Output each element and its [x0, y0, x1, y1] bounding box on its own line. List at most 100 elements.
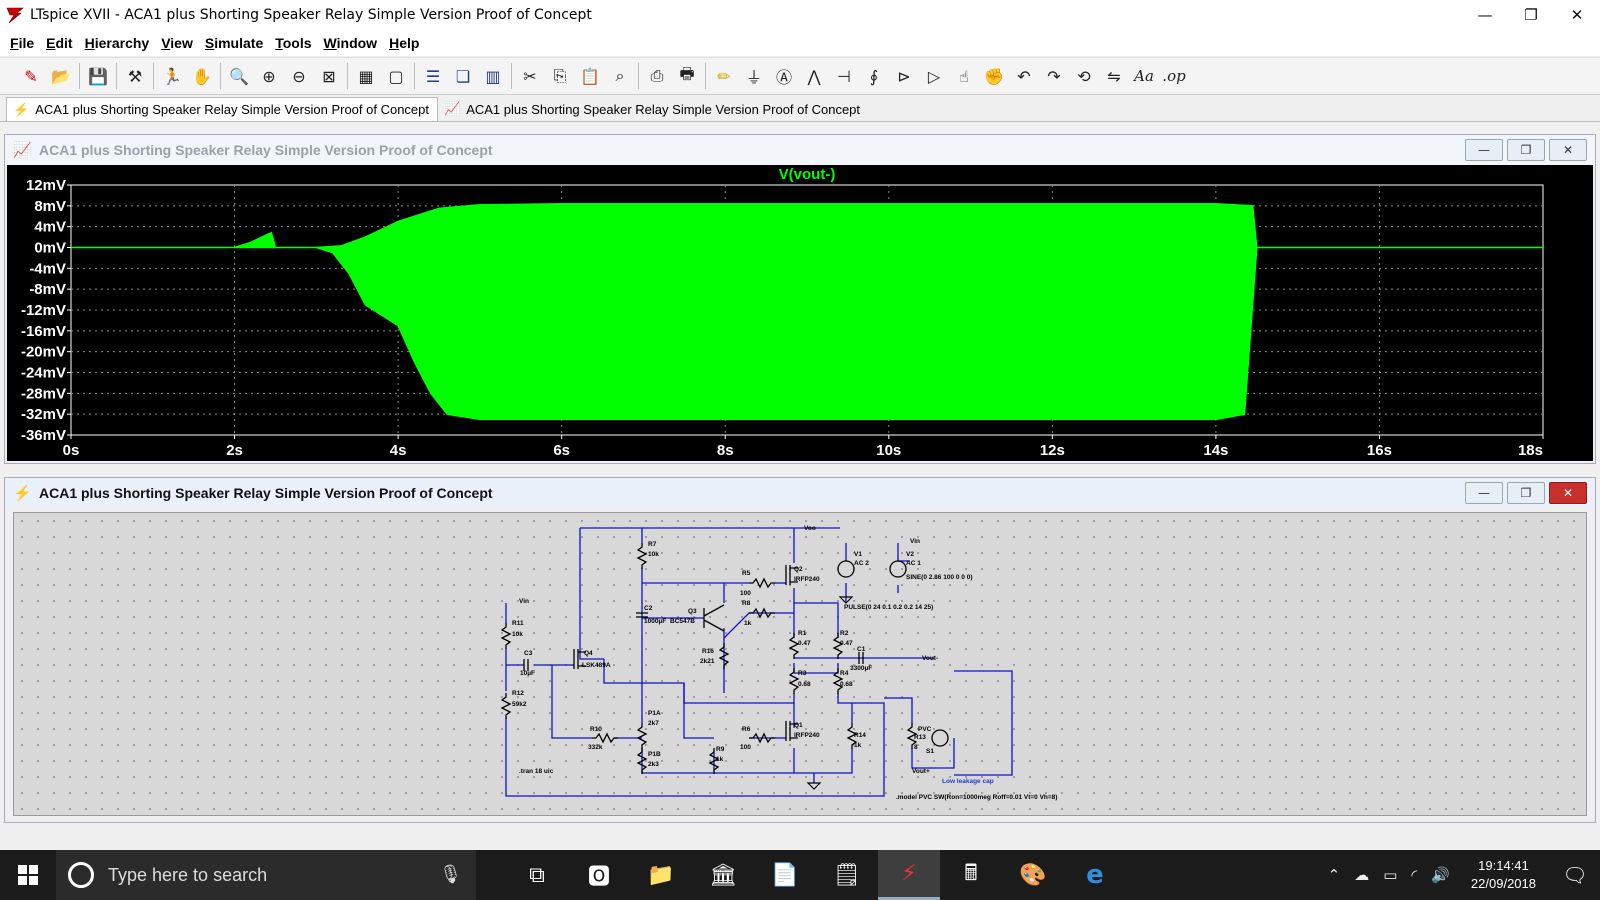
minimize-button[interactable]: —: [1477, 6, 1493, 24]
label-r14v[interactable]: 1k: [854, 742, 862, 749]
document-icon[interactable]: 📄: [771, 862, 799, 888]
waveform-window-titlebar[interactable]: 📈 ACA1 plus Shorting Speaker Relay Simpl…: [5, 135, 1595, 165]
label-c1[interactable]: C1: [857, 646, 866, 653]
waveform-restore-button[interactable]: ❐: [1507, 139, 1545, 161]
wire-ground-loop[interactable]: [505, 718, 885, 797]
clock[interactable]: 19:14:41 22/09/2018: [1457, 857, 1550, 893]
label-p1av[interactable]: 2k7: [648, 720, 659, 727]
label-r14[interactable]: R14: [854, 732, 866, 739]
schematic-window-titlebar[interactable]: ⚡ ACA1 plus Shorting Speaker Relay Simpl…: [5, 478, 1595, 508]
label-r11v[interactable]: 10k: [512, 631, 523, 638]
schematic-close-button[interactable]: ✕: [1549, 482, 1587, 504]
wire[interactable]: [954, 670, 1013, 776]
capacitor-c3[interactable]: [523, 659, 529, 671]
label-voutp[interactable]: Vout+: [912, 768, 930, 775]
cut-icon[interactable]: ✂: [523, 66, 537, 86]
wire[interactable]: [911, 738, 955, 769]
spice-directive-icon[interactable]: .op: [1162, 67, 1186, 85]
undo-icon[interactable]: ↶: [1017, 66, 1031, 86]
wire[interactable]: [793, 588, 839, 638]
wire[interactable]: [683, 683, 794, 704]
menu-simulate[interactable]: Simulate: [204, 35, 264, 51]
action-center-icon[interactable]: 🗨: [1562, 863, 1588, 887]
waveform-minimize-button[interactable]: —: [1465, 139, 1503, 161]
mirror-icon[interactable]: ⇋: [1107, 66, 1121, 86]
label-r4[interactable]: R4: [840, 670, 849, 677]
schematic-minimize-button[interactable]: —: [1465, 482, 1503, 504]
menu-edit[interactable]: Edit: [46, 35, 73, 51]
label-r13v[interactable]: 8: [914, 744, 918, 751]
ground-symbol[interactable]: [838, 596, 854, 604]
label-r4v[interactable]: 0.68: [840, 681, 853, 688]
resistor-r2[interactable]: [832, 633, 844, 659]
label-c2[interactable]: C2: [644, 605, 653, 612]
label-model[interactable]: .model PVC SW(Ron=1000meg Roff=0.01 Vt=0…: [896, 794, 1057, 801]
resistor-r11[interactable]: [500, 623, 512, 649]
resistor-r4[interactable]: [832, 668, 844, 694]
label-r13[interactable]: R13: [914, 734, 926, 741]
wire[interactable]: [884, 697, 913, 723]
edge-icon[interactable]: e: [1086, 860, 1104, 890]
wire[interactable]: [579, 528, 604, 660]
series-vout-trace[interactable]: [71, 203, 1543, 421]
resistor-r14[interactable]: [846, 723, 858, 749]
label-net-icon[interactable]: Ⓐ: [775, 68, 792, 87]
mosfet-q1[interactable]: [785, 721, 798, 741]
label-r2[interactable]: R2: [840, 630, 849, 637]
resistor-r10[interactable]: [592, 732, 618, 744]
bjt-q3[interactable]: [703, 604, 725, 632]
grid-icon[interactable]: ▢: [388, 66, 404, 86]
label-c1v[interactable]: 3300µF: [850, 665, 872, 672]
label-vin-left[interactable]: Vin: [519, 598, 529, 605]
copy-icon[interactable]: ⎘: [553, 66, 567, 85]
label-q1[interactable]: Q1: [794, 722, 803, 729]
label-q2v[interactable]: IRFP240: [794, 576, 820, 583]
volume-icon[interactable]: 🔊: [1431, 866, 1450, 884]
diode-icon[interactable]: ⊳: [897, 66, 911, 86]
label-r6[interactable]: R6: [742, 726, 751, 733]
label-q1v[interactable]: IRFP240: [794, 732, 820, 739]
label-r7[interactable]: R7: [648, 541, 657, 548]
label-v1v[interactable]: AC 2: [854, 560, 869, 567]
resistor-r12[interactable]: [500, 693, 512, 719]
taskbar-search-box[interactable]: Type here to search 🎙: [56, 850, 476, 900]
paste-icon[interactable]: 📋: [580, 66, 600, 86]
label-r8[interactable]: R8: [742, 600, 751, 607]
label-r3v[interactable]: 0.68: [798, 681, 811, 688]
pan-icon[interactable]: ⊕: [262, 66, 276, 86]
rotate-icon[interactable]: ⟲: [1077, 66, 1091, 86]
label-q2[interactable]: Q2: [794, 566, 803, 573]
wire[interactable]: [603, 659, 714, 739]
potentiometer-p1a[interactable]: [636, 723, 648, 749]
onedrive-icon[interactable]: ☁: [1354, 866, 1370, 884]
tab-schematic[interactable]: ⚡ACA1 plus Shorting Speaker Relay Simple…: [6, 97, 439, 121]
switch-s1[interactable]: [931, 729, 949, 747]
label-r9[interactable]: R9: [716, 746, 725, 753]
show-hidden-icons-icon[interactable]: ⌃: [1327, 866, 1341, 884]
label-r12v[interactable]: 59k2: [512, 701, 527, 708]
label-r8v[interactable]: 1k: [744, 620, 752, 627]
capacitor-c2[interactable]: [636, 612, 648, 618]
label-p1b[interactable]: P1B: [648, 751, 661, 758]
tile-vertical-icon[interactable]: ▥: [485, 66, 501, 86]
label-p1a[interactable]: P1A: [648, 710, 661, 717]
resistor-r3[interactable]: [788, 668, 800, 694]
label-r9v[interactable]: 1k: [716, 756, 724, 763]
resistor-r7[interactable]: [636, 543, 648, 569]
label-pulse[interactable]: PULSE(0 24 0.1 0.2 0.2 14 25): [844, 604, 933, 611]
drag-hand-icon[interactable]: ✊: [984, 66, 1004, 86]
move-hand-icon[interactable]: ☝: [959, 66, 969, 86]
resistor-r6[interactable]: [749, 732, 775, 744]
zoom-in-icon[interactable]: 🔍: [229, 66, 249, 86]
resistor-r5[interactable]: [749, 577, 775, 589]
resistor-r9[interactable]: [708, 748, 720, 774]
run-icon[interactable]: 🏃: [162, 66, 182, 86]
resistor-r16[interactable]: [718, 643, 730, 669]
label-q3[interactable]: Q3: [688, 608, 697, 615]
potentiometer-p1b[interactable]: [636, 748, 648, 774]
label-r3[interactable]: R3: [798, 670, 807, 677]
